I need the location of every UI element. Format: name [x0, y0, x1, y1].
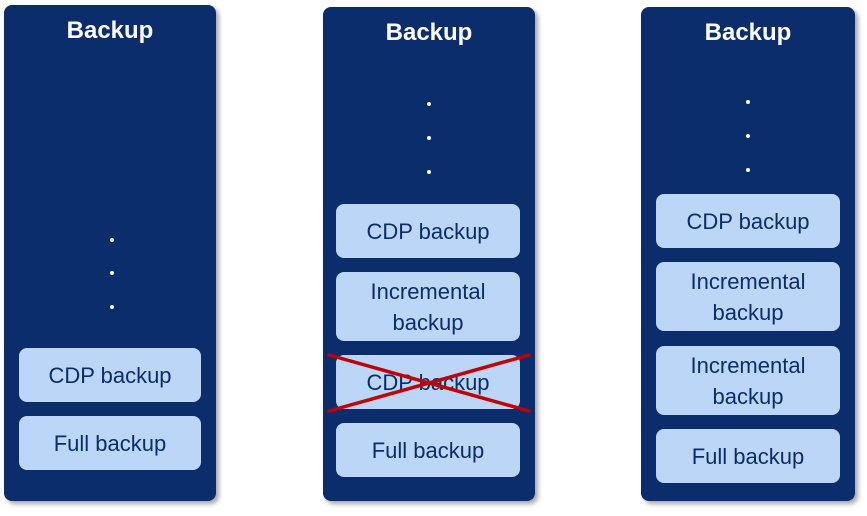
backup-column-1: Backup CDP backup Full backup: [4, 5, 216, 501]
column-2-title: Backup: [385, 19, 473, 46]
ellipsis-dot: [746, 168, 750, 172]
cdp-backup-box: CDP backup: [656, 194, 840, 248]
backup-column-3: Backup CDP backup Incremental backup Inc…: [641, 7, 855, 501]
full-backup-box: Full backup: [19, 416, 201, 470]
ellipsis-dot: [427, 102, 431, 106]
ellipsis-dot: [110, 271, 114, 275]
incremental-backup-box: Incremental backup: [656, 346, 840, 415]
column-1-title: Backup: [66, 17, 154, 44]
ellipsis-dot: [427, 136, 431, 140]
ellipsis-dot: [746, 100, 750, 104]
ellipsis-dot: [427, 170, 431, 174]
backup-column-2: Backup CDP backup Incremental backup CDP…: [323, 7, 535, 501]
full-backup-box: Full backup: [656, 429, 840, 483]
ellipsis-dot: [110, 305, 114, 309]
ellipsis-dot: [746, 134, 750, 138]
full-backup-box: Full backup: [336, 423, 520, 477]
column-3-title: Backup: [704, 19, 792, 46]
incremental-backup-box: Incremental backup: [336, 272, 520, 341]
cdp-backup-box: CDP backup: [19, 348, 201, 402]
incremental-backup-box: Incremental backup: [656, 262, 840, 331]
deleted-cdp-backup-box: CDP backup: [336, 355, 520, 409]
cdp-backup-box: CDP backup: [336, 204, 520, 258]
ellipsis-dot: [110, 238, 114, 242]
